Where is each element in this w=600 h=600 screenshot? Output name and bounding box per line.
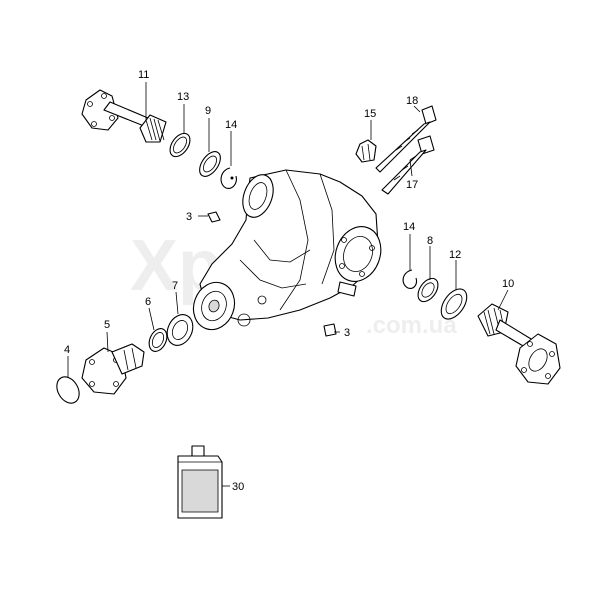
part-17-bolt [381,135,435,195]
callout-5: 5 [104,319,110,331]
callout-7: 7 [172,280,178,292]
part-14-circlip-left [220,167,237,189]
part-9-ring [199,151,221,177]
part-6-ring [148,328,168,352]
part-14-circlip-right [402,269,418,289]
part-4-circlip [56,376,80,404]
part-10-flange-shaft [477,303,561,385]
callout-4: 4 [64,344,70,356]
part-5-input-flange [81,343,145,395]
part-7-seal [166,314,194,346]
part-15-vent [355,139,377,163]
part-18-bolt [375,105,437,173]
callout-3-lower: 3 [344,327,350,339]
callout-12: 12 [449,249,461,261]
callout-15: 15 [364,108,376,120]
callout-3-upper: 3 [186,211,192,223]
callout-14-left: 14 [225,119,237,131]
part-12-seal [440,288,468,320]
leader-lines [67,82,509,487]
part-11-flange-shaft [81,89,167,143]
callout-labels: 11 13 9 14 15 18 17 3 3 14 8 12 10 7 6 5… [64,69,514,493]
part-8-ring [417,277,439,303]
part-3-screw-upper [207,211,221,223]
part-30-oil-bottle [177,445,223,519]
callout-18: 18 [406,95,418,107]
callout-11: 11 [138,69,149,81]
callout-14-right: 14 [403,221,415,233]
callout-8: 8 [427,235,433,247]
callout-6: 6 [145,296,151,308]
callout-17: 17 [406,179,418,191]
callout-13: 13 [177,91,189,103]
callout-10: 10 [502,278,514,290]
differential-housing [192,169,382,331]
part-13-seal [169,132,191,158]
callout-30: 30 [232,481,244,493]
callout-9: 9 [205,105,211,117]
part-3-screw-lower [323,323,337,337]
